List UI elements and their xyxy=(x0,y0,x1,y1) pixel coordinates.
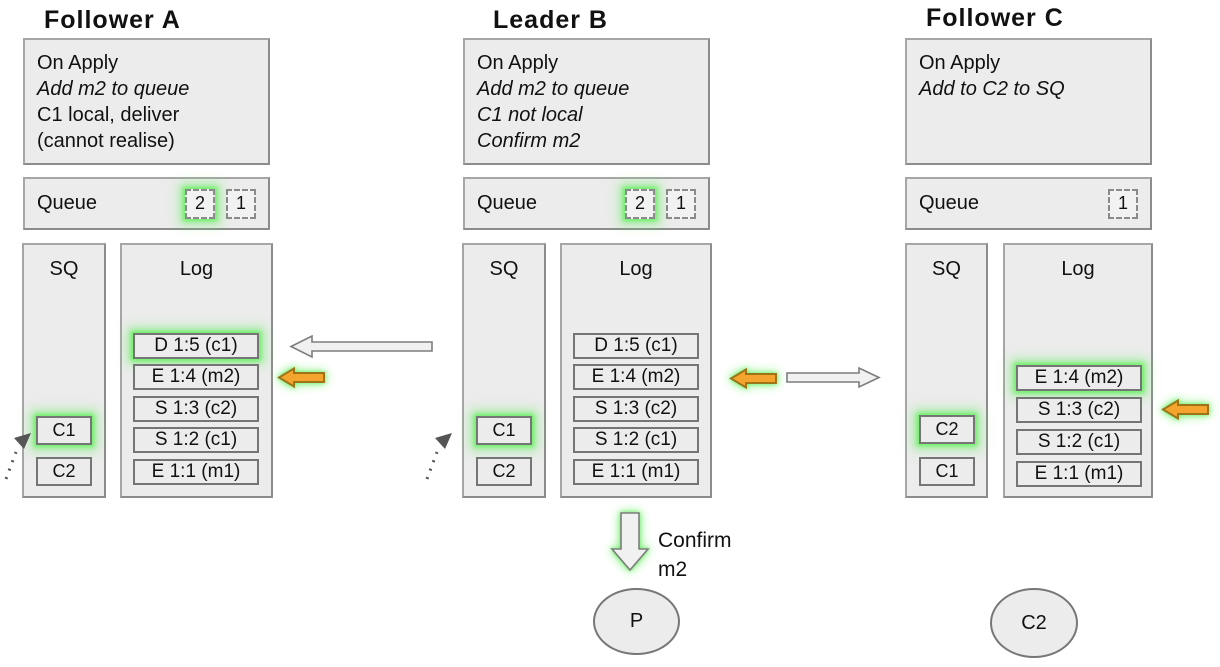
log-entry: S 1:3 (c2) xyxy=(133,396,259,422)
log-entry: S 1:3 (c2) xyxy=(1016,397,1142,423)
sq-label: SQ xyxy=(49,258,79,280)
queue-slot: 1 xyxy=(666,188,696,219)
log-label: Log xyxy=(619,258,653,280)
leader-b-queue-box: Queue 2 1 xyxy=(463,177,710,230)
leader-b-title: Leader B xyxy=(493,6,608,34)
log-entry: E 1:1 (m1) xyxy=(133,459,259,485)
replicate-arrow-b-to-c-icon xyxy=(786,366,881,389)
apply-pointer-arrow-a-icon xyxy=(277,366,325,389)
replicate-arrow-b-to-a-icon xyxy=(289,334,433,359)
log-entry: D 1:5 (c1) xyxy=(133,333,259,359)
follower-a-queue-box: Queue 2 1 xyxy=(23,177,270,230)
on-apply-line: Add to C2 to SQ xyxy=(919,78,1065,100)
on-apply-line: On Apply xyxy=(919,52,1001,74)
log-label: Log xyxy=(1061,258,1095,280)
sq-entry: C2 xyxy=(476,457,532,486)
leader-b-sq-box: SQ C1 C2 xyxy=(462,243,546,498)
log-entry: E 1:4 (m2) xyxy=(573,364,699,390)
follower-c-log-box: Log E 1:4 (m2) S 1:3 (c2) S 1:2 (c1) E 1… xyxy=(1003,243,1153,498)
follower-c-title: Follower C xyxy=(926,4,1064,32)
queue-label: Queue xyxy=(37,192,98,214)
sq-label: SQ xyxy=(932,258,961,280)
confirm-down-arrow-icon xyxy=(610,512,650,572)
sq-entry: C2 xyxy=(36,457,92,486)
queue-slot: 2 xyxy=(185,188,215,219)
queue-slot: 1 xyxy=(1108,188,1138,219)
log-entry: D 1:5 (c1) xyxy=(573,333,699,359)
on-apply-line: C1 local, deliver xyxy=(37,104,180,126)
apply-pointer-arrow-c-icon xyxy=(1161,398,1209,421)
queue-label: Queue xyxy=(477,192,538,214)
on-apply-line: On Apply xyxy=(37,52,119,74)
process-p-ellipse: P xyxy=(593,588,680,655)
on-apply-line: Confirm m2 xyxy=(477,130,581,152)
follower-a-on-apply-box: On Apply Add m2 to queue C1 local, deliv… xyxy=(23,38,270,165)
follower-c-on-apply-box: On Apply Add to C2 to SQ xyxy=(905,38,1152,165)
on-apply-line: Add m2 to queue xyxy=(37,78,190,100)
log-entry: S 1:2 (c1) xyxy=(573,427,699,453)
log-entry: E 1:1 (m1) xyxy=(573,459,699,485)
sq-label: SQ xyxy=(489,258,519,280)
on-apply-line: (cannot realise) xyxy=(37,130,175,152)
log-entry: E 1:1 (m1) xyxy=(1016,461,1142,487)
on-apply-line: Add m2 to queue xyxy=(477,78,630,100)
queue-slot: 2 xyxy=(625,188,655,219)
sq-entry: C1 xyxy=(36,416,92,445)
log-entry: E 1:4 (m2) xyxy=(1016,365,1142,391)
follower-c-queue-box: Queue 1 xyxy=(905,177,1152,230)
follower-c-sq-box: SQ C2 C1 xyxy=(905,243,988,498)
follower-a-sq-box: SQ C1 C2 xyxy=(22,243,106,498)
apply-pointer-arrow-b-icon xyxy=(729,367,777,390)
leader-b-on-apply-box: On Apply Add m2 to queue C1 not local Co… xyxy=(463,38,710,165)
log-entry: E 1:4 (m2) xyxy=(133,364,259,390)
confirm-label: Confirm m2 xyxy=(658,529,732,581)
on-apply-line: On Apply xyxy=(477,52,559,74)
client-c2-ellipse: C2 xyxy=(990,588,1078,658)
queue-slot: 1 xyxy=(226,188,256,219)
on-apply-line: C1 not local xyxy=(477,104,583,126)
sq-dotted-arrow-a-icon xyxy=(4,433,31,480)
follower-a-log-box: Log D 1:5 (c1) E 1:4 (m2) S 1:3 (c2) S 1… xyxy=(120,243,273,498)
leader-b-log-box: Log D 1:5 (c1) E 1:4 (m2) S 1:3 (c2) S 1… xyxy=(560,243,712,498)
log-label: Log xyxy=(179,258,214,280)
sq-entry: C1 xyxy=(919,457,975,486)
sq-entry: C1 xyxy=(476,416,532,445)
queue-label: Queue xyxy=(919,192,980,214)
sq-dotted-arrow-b-icon xyxy=(425,433,452,480)
log-entry: S 1:2 (c1) xyxy=(1016,429,1142,455)
log-entry: S 1:2 (c1) xyxy=(133,427,259,453)
sq-entry: C2 xyxy=(919,415,975,444)
log-entry: S 1:3 (c2) xyxy=(573,396,699,422)
follower-a-title: Follower A xyxy=(44,6,181,34)
